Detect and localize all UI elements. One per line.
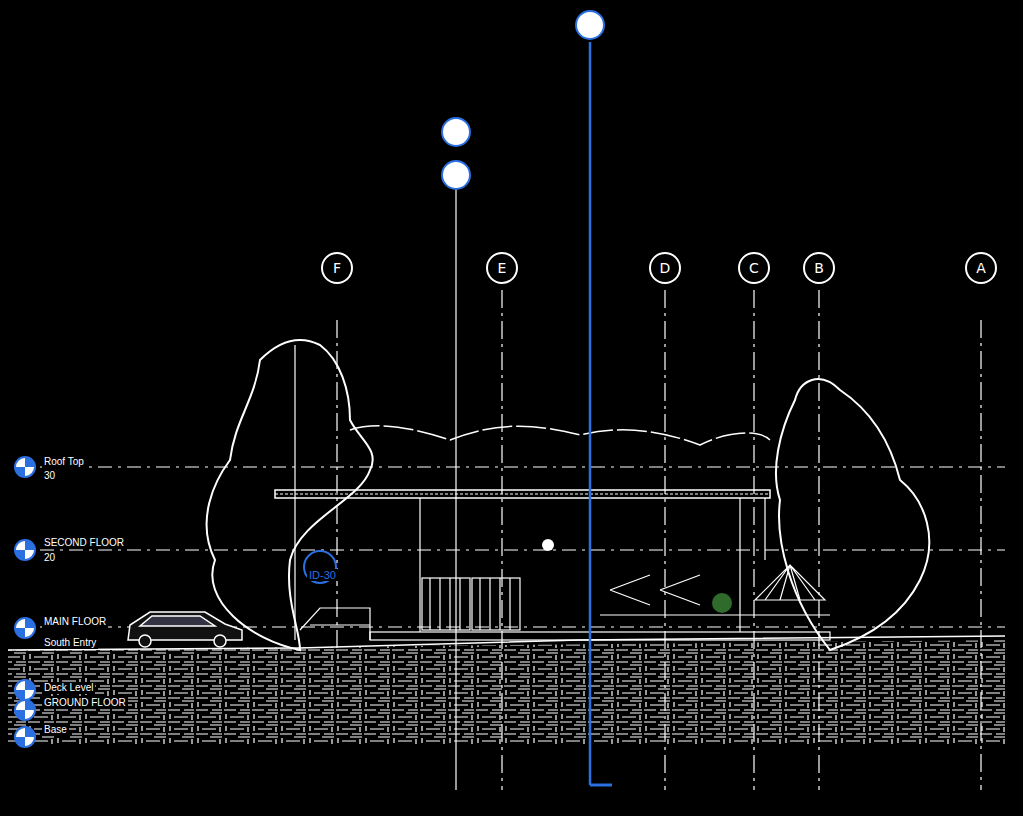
grid-bubble: F — [321, 252, 353, 284]
grid-bubble: E — [486, 252, 518, 284]
grid-letter: E — [498, 260, 507, 276]
grid-letter: C — [749, 260, 759, 276]
level-label: Deck Level — [42, 682, 95, 694]
level-label: MAIN FLOOR — [42, 616, 108, 628]
level-label: 20 — [42, 552, 57, 564]
level-label: 30 — [42, 470, 57, 482]
grid-bubble: C — [738, 252, 770, 284]
grid-bubble: A — [965, 252, 997, 284]
level-label: South Entry — [42, 637, 98, 649]
level-label: SECOND FLOOR — [42, 537, 126, 549]
grid-letter: F — [333, 260, 341, 276]
grid-letter: D — [660, 260, 671, 276]
grid-letter: A — [976, 260, 986, 276]
grid-letter: B — [814, 260, 824, 276]
grid-bubble: D — [649, 252, 681, 284]
level-label: GROUND FLOOR — [42, 697, 128, 709]
grid-bubble: B — [803, 252, 835, 284]
level-label: ID-30 — [307, 569, 338, 581]
level-label: Roof Top — [42, 456, 86, 468]
level-label: Base — [42, 724, 69, 736]
